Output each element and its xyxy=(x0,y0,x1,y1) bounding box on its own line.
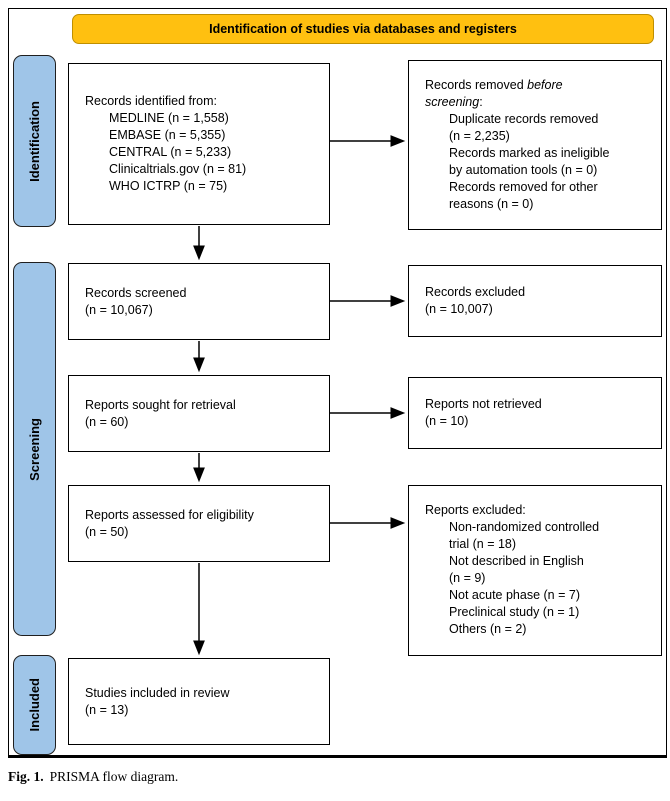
excluded-non-randomized: Non-randomized controlled trial (n = 18) xyxy=(449,520,600,551)
excluded-others: Others (n = 2) xyxy=(449,622,527,636)
box-reports-not-retrieved: Reports not retrieved (n = 10) xyxy=(408,377,662,449)
figure-caption-text: PRISMA flow diagram. xyxy=(49,769,179,784)
records-identified-label: Records identified from: xyxy=(85,94,218,108)
source-embase: EMBASE (n = 5,355) xyxy=(109,128,226,142)
header-banner: Identification of studies via databases … xyxy=(72,14,654,44)
removed-duplicates: Duplicate records removed (n = 2,235) xyxy=(449,112,599,143)
removed-other: Records removed for other reasons (n = 0… xyxy=(449,180,598,211)
excluded-not-english: Not described in English (n = 9) xyxy=(449,554,584,585)
source-central: CENTRAL (n = 5,233) xyxy=(109,145,232,159)
box-reports-sought: Reports sought for retrieval (n = 60) xyxy=(68,375,330,452)
box-records-screened: Records screened (n = 10,067) xyxy=(68,263,330,340)
box-records-removed: Records removed before screening: Duplic… xyxy=(408,60,662,230)
reports-excluded-label: Reports excluded: xyxy=(425,503,526,517)
excluded-not-acute: Not acute phase (n = 7) xyxy=(449,588,580,602)
box-reports-assessed: Reports assessed for eligibility (n = 50… xyxy=(68,485,330,562)
stage-label-screening: Screening xyxy=(13,262,56,636)
figure-caption-label: Fig. 1. xyxy=(8,769,44,784)
source-clinicaltrials: Clinicaltrials.gov (n = 81) xyxy=(109,162,247,176)
excluded-preclinical: Preclinical study (n = 1) xyxy=(449,605,580,619)
box-records-excluded: Records excluded (n = 10,007) xyxy=(408,265,662,337)
figure-caption: Fig. 1. PRISMA flow diagram. xyxy=(8,769,178,785)
stage-label-included: Included xyxy=(13,655,56,755)
box-records-identified: Records identified from: MEDLINE (n = 1,… xyxy=(68,63,330,225)
source-who-ictrp: WHO ICTRP (n = 75) xyxy=(109,179,228,193)
removed-automation: Records marked as ineligible by automati… xyxy=(449,146,610,177)
box-studies-included: Studies included in review (n = 13) xyxy=(68,658,330,745)
source-medline: MEDLINE (n = 1,558) xyxy=(109,111,229,125)
records-removed-label: Records removed before screening: xyxy=(425,78,563,109)
header-banner-label: Identification of studies via databases … xyxy=(209,22,517,36)
box-reports-excluded: Reports excluded: Non-randomized control… xyxy=(408,485,662,656)
stage-label-identification: Identification xyxy=(13,55,56,227)
